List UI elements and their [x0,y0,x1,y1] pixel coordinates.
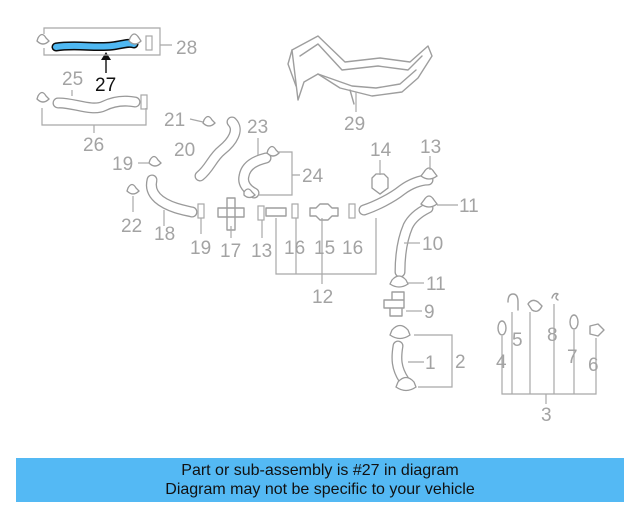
callout-18: 18 [154,224,175,245]
callout-arrow-27 [101,52,111,60]
tee-17 [217,197,245,231]
callout-9: 9 [424,302,435,323]
hose-14-13 [358,167,438,216]
callout-19b: 19 [190,238,211,259]
callout-2: 2 [455,352,466,373]
callout-19a: 19 [112,154,133,175]
callout-3: 3 [541,405,552,426]
callout-7: 7 [567,347,578,368]
clamp-28 [36,33,153,51]
bracket-28 [43,27,172,56]
callout-4: 4 [496,352,507,373]
callout-26: 26 [83,135,104,156]
part-16b-small [348,203,356,219]
callout-16b: 16 [342,238,363,259]
hose-18 [145,174,198,218]
pipe-16a [265,203,299,219]
callout-28: 28 [176,38,197,59]
callout-15: 15 [314,238,335,259]
callout-1: 1 [425,353,436,374]
bracket-12 [275,218,377,284]
callout-8: 8 [547,325,558,346]
part-19-small [197,203,205,219]
frame-29 [287,35,433,105]
callout-27: 27 [95,75,116,96]
callout-10: 10 [422,234,443,255]
hose-25 [36,91,148,114]
fitting-9 [383,291,405,317]
union-15 [309,203,339,221]
bracket-2 [408,334,453,388]
callout-20: 20 [174,140,195,161]
callout-13b: 13 [420,137,441,158]
leader-21 [189,118,204,123]
callout-22: 22 [121,216,142,237]
callout-11b: 11 [426,274,446,295]
callout-13a: 13 [251,241,272,262]
callout-5: 5 [512,330,523,351]
bracket-26 [41,90,147,133]
callout-6: 6 [588,355,599,376]
callout-29: 29 [344,114,365,135]
banner-line-2: Diagram may not be specific to your vehi… [165,481,475,498]
clamp-2b [395,376,417,392]
callout-23: 23 [247,117,268,138]
callout-24: 24 [302,166,324,187]
callout-14: 14 [370,140,392,161]
parts-group-3 [497,292,605,337]
info-banner: Part or sub-assembly is #27 in diagram D… [16,458,624,502]
clamp-22 [126,183,140,195]
callout-21: 21 [164,110,185,131]
highlighted-hose-27[interactable] [51,38,139,52]
callout-11a: 11 [459,196,479,217]
clamp-11b [389,275,409,288]
callout-25: 25 [62,69,83,90]
banner-line-1: Part or sub-assembly is #27 in diagram [181,462,459,479]
parts-diagram: 27 28 25 26 29 21 20 23 24 19 22 18 19 1… [36,27,605,426]
clamp-2a [389,324,411,340]
callout-12: 12 [312,287,333,308]
hose-20 [194,115,241,182]
clamp-19 [148,155,162,167]
hose-23 [238,145,280,199]
hose-1 [391,340,410,386]
bracket-3 [501,304,597,404]
callout-17: 17 [220,241,241,262]
callout-16a: 16 [284,238,305,259]
part-13-small [257,205,265,221]
hose-10 [394,195,438,278]
bracket-24 [258,151,300,196]
